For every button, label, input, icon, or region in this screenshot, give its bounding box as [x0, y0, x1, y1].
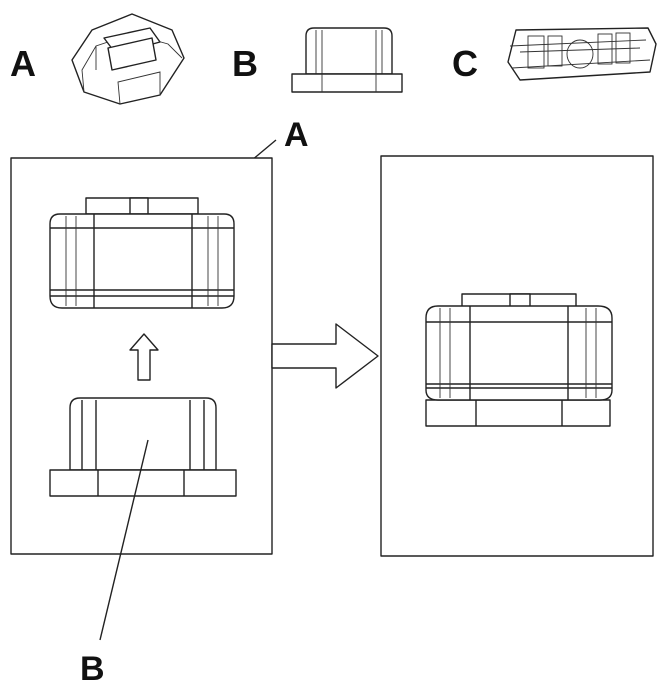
- legend-label-a: A: [10, 43, 36, 84]
- cap-icon: [71, 13, 185, 105]
- leader-line-b: [99, 439, 149, 641]
- callout-label-b: B: [80, 650, 105, 688]
- callout-label-a: A: [284, 116, 309, 154]
- cap-part-left: [49, 197, 235, 309]
- legend-label-c: C: [452, 43, 478, 84]
- base-icon: [291, 27, 403, 93]
- legend-label-b: B: [232, 43, 258, 84]
- right-arrow-icon: [271, 323, 379, 389]
- up-arrow-icon: [129, 333, 159, 381]
- assembled-part: [425, 293, 613, 427]
- insert-icon: [507, 27, 657, 81]
- base-part-left: [49, 397, 237, 497]
